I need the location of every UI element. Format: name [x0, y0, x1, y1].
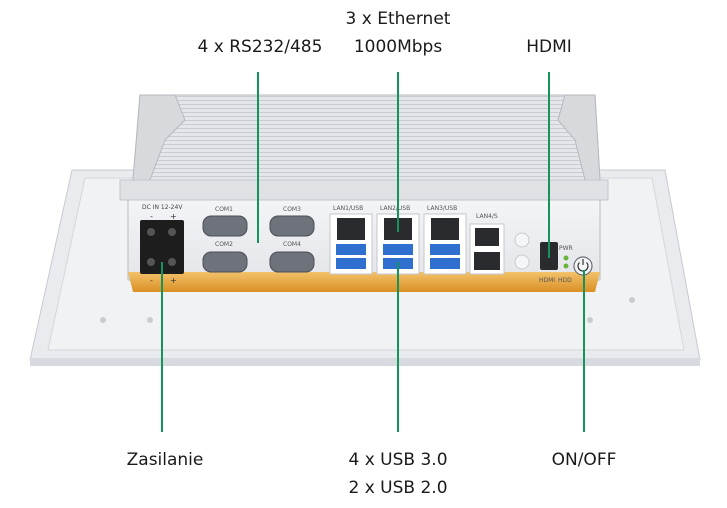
heatsink	[132, 94, 601, 181]
ethernet-speed-label: 1000Mbps	[353, 37, 443, 57]
dc-in-terminal: DC IN 12-24V - + - +	[140, 204, 184, 285]
rs232-callout: 4 x RS232/485	[185, 33, 335, 61]
com3-label: COM3	[283, 206, 301, 213]
hdmi-port-label: HDMI	[539, 277, 555, 284]
power-label: Zasilanie	[126, 450, 204, 470]
svg-text:+: +	[170, 276, 177, 285]
hdmi-callout: HDMI	[499, 33, 599, 61]
onoff-label: ON/OFF	[551, 450, 617, 470]
svg-text:-: -	[150, 212, 153, 221]
com2-label: COM2	[215, 241, 233, 248]
svg-text:-: -	[150, 276, 153, 285]
hdmi-label: HDMI	[526, 37, 572, 57]
dc-in-label: DC IN 12-24V	[142, 204, 183, 211]
pwr-label: PWR	[559, 245, 573, 252]
lan1-label: LAN1/USB	[333, 205, 363, 212]
rs232-label: 4 x RS232/485	[197, 37, 323, 57]
power-button	[573, 256, 593, 276]
usb-callout: 4 x USB 3.0 2 x USB 2.0	[323, 446, 473, 502]
lan4-label: LAN4/S	[476, 213, 498, 220]
lan3-label: LAN3/USB	[427, 205, 457, 212]
svg-text:+: +	[170, 212, 177, 221]
com4-label: COM4	[283, 241, 301, 248]
ethernet-callout: 3 x Ethernet 1000Mbps	[323, 5, 473, 61]
lan2-label: LAN2/USB	[380, 205, 410, 212]
lan-usb-groups: LAN1/USB LAN2/USB LAN3/USB LAN4/S	[329, 205, 505, 275]
ethernet-count-label: 3 x Ethernet	[345, 9, 451, 29]
onoff-callout: ON/OFF	[534, 446, 634, 474]
status-leds: PWR HDD	[558, 245, 573, 284]
com1-label: COM1	[215, 206, 233, 213]
leader-lines	[161, 72, 585, 432]
antenna-holes	[514, 232, 530, 270]
power-callout: Zasilanie	[100, 446, 230, 474]
hdd-label: HDD	[558, 277, 572, 284]
usb3-label: 4 x USB 3.0	[348, 450, 448, 470]
usb2-label: 2 x USB 2.0	[348, 478, 448, 498]
com-ports: COM1 COM3 COM2 COM4	[202, 206, 315, 273]
